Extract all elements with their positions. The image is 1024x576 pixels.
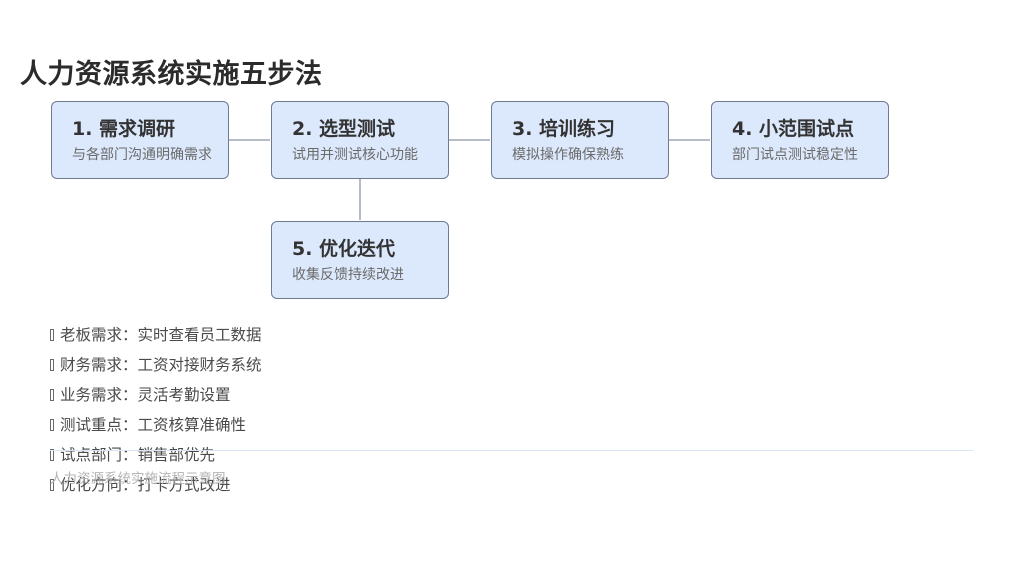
- bullet-icon: [50, 479, 54, 491]
- step-desc: 模拟操作确保熟练: [512, 147, 624, 163]
- note-text: 财务需求：工资对接财务系统: [60, 356, 262, 374]
- notes-list: 老板需求：实时查看员工数据 财务需求：工资对接财务系统 业务需求：灵活考勤设置 …: [50, 323, 262, 503]
- step-desc: 部门试点测试稳定性: [732, 147, 858, 163]
- page-title: 人力资源系统实施五步法: [20, 59, 323, 90]
- step-title: 4. 小范围试点: [732, 118, 855, 140]
- bullet-icon: [50, 419, 54, 431]
- step-desc: 与各部门沟通明确需求: [72, 147, 212, 163]
- step-title: 5. 优化迭代: [292, 238, 396, 260]
- note-item: 财务需求：工资对接财务系统: [50, 353, 262, 383]
- step-box-1: 1. 需求调研 与各部门沟通明确需求: [51, 101, 229, 179]
- bullet-icon: [50, 449, 54, 461]
- note-text: 试点部门：销售部优先: [60, 446, 216, 464]
- note-text: 优化方向：打卡方式改进: [60, 476, 231, 494]
- step-title: 2. 选型测试: [292, 118, 396, 140]
- bullet-icon: [50, 329, 54, 341]
- step-box-4: 4. 小范围试点 部门试点测试稳定性: [711, 101, 889, 179]
- note-text: 老板需求：实时查看员工数据: [60, 326, 262, 344]
- diagram-caption: 人力资源系统实施流程示意图: [50, 471, 226, 487]
- step-title: 1. 需求调研: [72, 118, 176, 140]
- divider-line: [50, 450, 973, 451]
- note-text: 业务需求：灵活考勤设置: [60, 386, 231, 404]
- note-item: 优化方向：打卡方式改进: [50, 473, 262, 503]
- note-item: 测试重点：工资核算准确性: [50, 413, 262, 443]
- step-box-2: 2. 选型测试 试用并测试核心功能: [271, 101, 449, 179]
- step-box-3: 3. 培训练习 模拟操作确保熟练: [491, 101, 669, 179]
- step-desc: 收集反馈持续改进: [292, 267, 404, 283]
- step-desc: 试用并测试核心功能: [292, 147, 418, 163]
- bullet-icon: [50, 359, 54, 371]
- step-title: 3. 培训练习: [512, 118, 616, 140]
- note-text: 测试重点：工资核算准确性: [60, 416, 247, 434]
- bullet-icon: [50, 389, 54, 401]
- note-item: 老板需求：实时查看员工数据: [50, 323, 262, 353]
- step-box-5: 5. 优化迭代 收集反馈持续改进: [271, 221, 449, 299]
- note-item: 业务需求：灵活考勤设置: [50, 383, 262, 413]
